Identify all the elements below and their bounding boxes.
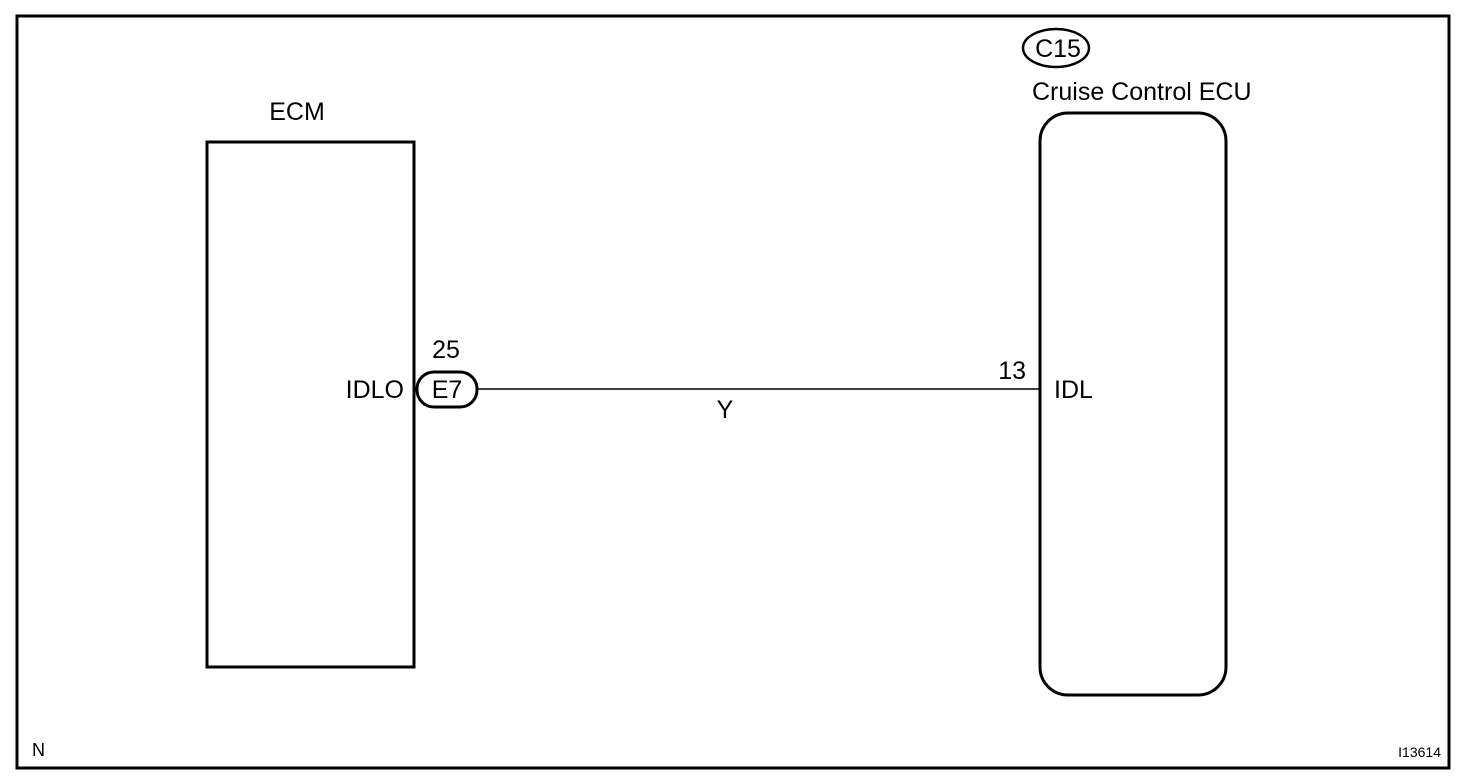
diagram-frame — [15, 14, 1451, 770]
ecm-pin-number: 25 — [432, 336, 460, 364]
cruise-ecu-pin-number: 13 — [998, 357, 1026, 385]
ecm-box — [205, 140, 416, 669]
cruise-ecu-box — [1038, 111, 1228, 697]
cruise-ecu-connector-badge — [1021, 27, 1091, 69]
ecm-pin-name: IDLO — [346, 376, 404, 404]
cruise-ecu-connector-label: C15 — [1035, 35, 1081, 63]
figure-id: I13614 — [1398, 744, 1441, 760]
cruise-ecu-pin-name: IDL — [1054, 376, 1093, 404]
footer-left-code: N — [32, 740, 45, 760]
ecm-connector-label: E7 — [432, 376, 463, 404]
ecm-title: ECM — [269, 98, 325, 126]
wire-color-code: Y — [717, 396, 734, 424]
cruise-ecu-title: Cruise Control ECU — [1032, 78, 1252, 106]
